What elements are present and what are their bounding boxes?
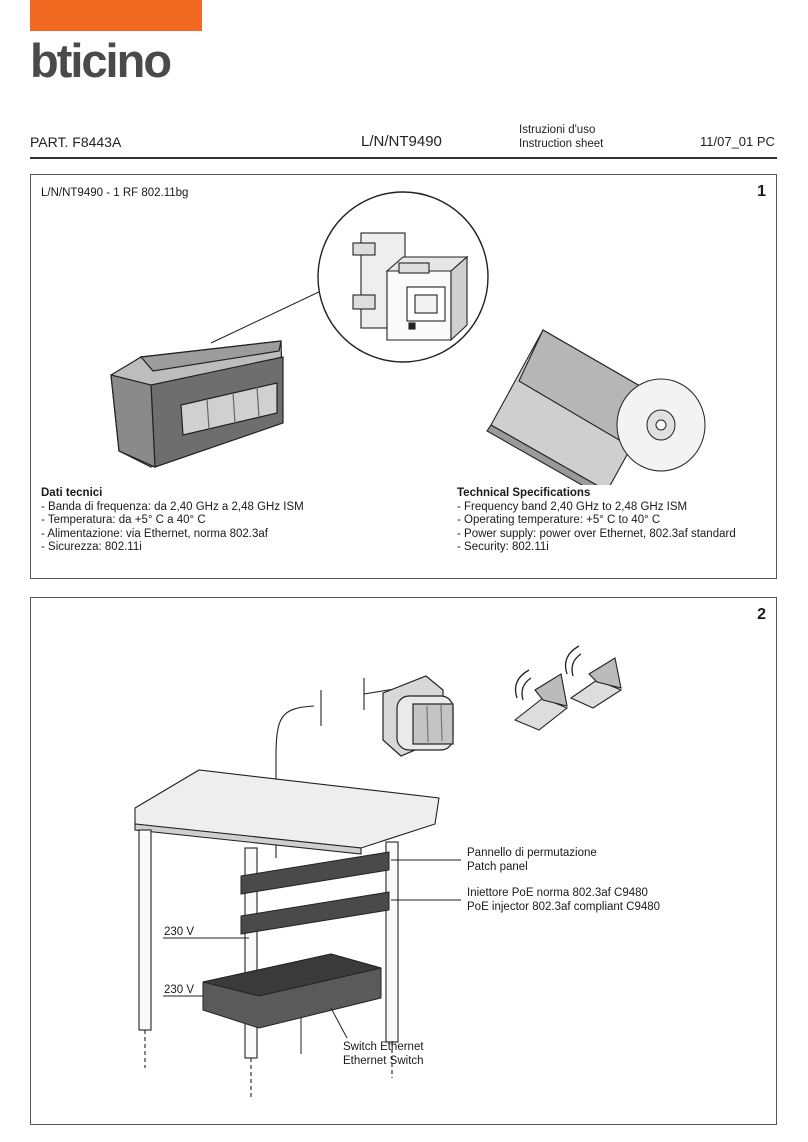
- specs-title-it: Dati tecnici: [41, 487, 103, 499]
- switch-label: Switch Ethernet Ethernet Switch: [343, 1041, 424, 1068]
- header-rule: [30, 157, 777, 159]
- cd-disc-drawing: [616, 378, 706, 472]
- spec-line: - Security: 802.11i: [457, 541, 549, 553]
- cable-lines: [275, 678, 402, 858]
- specs-title-en: Technical Specifications: [457, 487, 591, 499]
- doc-date: 11/07_01 PC: [700, 134, 775, 149]
- panel-number-2: 2: [757, 606, 766, 623]
- poe-injector-drawing: [240, 891, 390, 935]
- wifi-waves-icon: [514, 645, 582, 701]
- access-point-device-drawing: [110, 340, 284, 468]
- poe-injector-label-en: PoE injector 802.3af compliant C9480: [467, 900, 661, 913]
- switch-label-en: Ethernet Switch: [343, 1054, 424, 1067]
- doc-type-en: Instruction sheet: [519, 138, 604, 150]
- part-number: PART. F8443A: [30, 134, 122, 150]
- wall-access-point-drawing: [382, 675, 454, 757]
- product-code: L/N/NT9490 - 1 RF 802.11bg: [41, 187, 189, 199]
- doc-type-it: Istruzioni d'uso: [519, 124, 596, 136]
- laptop-1-drawing: [513, 673, 569, 731]
- installation-diagram: [134, 645, 623, 1098]
- product-illustration: [110, 191, 706, 485]
- patch-panel-label-en: Patch panel: [467, 860, 528, 873]
- poe-injector-label-it: Iniettore PoE norma 802.3af C9480: [467, 887, 648, 899]
- rack-cabinet-drawing: [134, 769, 440, 1098]
- patch-panel-label: Pannello di permutazione Patch panel: [467, 847, 597, 874]
- laptop-2-drawing: [569, 657, 623, 709]
- svg-text:bticino: bticino: [30, 40, 170, 82]
- switch-label-it: Switch Ethernet: [343, 1041, 424, 1053]
- specs-italian: Dati tecnici - Banda di frequenza: da 2,…: [41, 487, 441, 555]
- spec-line: - Operating temperature: +5° C to 40° C: [457, 514, 661, 526]
- brand-color-bar: [30, 0, 202, 31]
- spec-line: - Alimentazione: via Ethernet, norma 802…: [41, 527, 268, 540]
- rj45-connector-drawing: [352, 232, 469, 342]
- bticino-logo: bticino: [30, 34, 205, 87]
- panel-number-1: 1: [757, 183, 766, 200]
- spec-line: - Sicurezza: 802.11i: [41, 541, 142, 553]
- ethernet-switch-drawing: [202, 953, 382, 1029]
- voltage-label-1: 230 V: [164, 926, 195, 938]
- panel-2: 2: [30, 597, 777, 1125]
- voltage-label-2: 230 V: [164, 984, 195, 996]
- poe-injector-label: Iniettore PoE norma 802.3af C9480 PoE in…: [467, 887, 660, 914]
- spec-line: - Frequency band 2,40 GHz to 2,48 GHz IS…: [457, 500, 688, 513]
- spec-line: - Banda di frequenza: da 2,40 GHz a 2,48…: [41, 500, 304, 513]
- callout-leaders: [163, 859, 461, 1054]
- spec-line: - Power supply: power over Ethernet, 802…: [457, 527, 736, 540]
- patch-panel-drawing: [240, 851, 390, 895]
- specs-english: Technical Specifications - Frequency ban…: [457, 487, 767, 555]
- patch-panel-label-it: Pannello di permutazione: [467, 847, 597, 859]
- model-number: L/N/NT9490: [361, 133, 442, 150]
- panel-1: L/N/NT9490 - 1 RF 802.11bg 1: [30, 174, 777, 579]
- spec-line: - Temperatura: da +5° C a 40° C: [41, 514, 206, 526]
